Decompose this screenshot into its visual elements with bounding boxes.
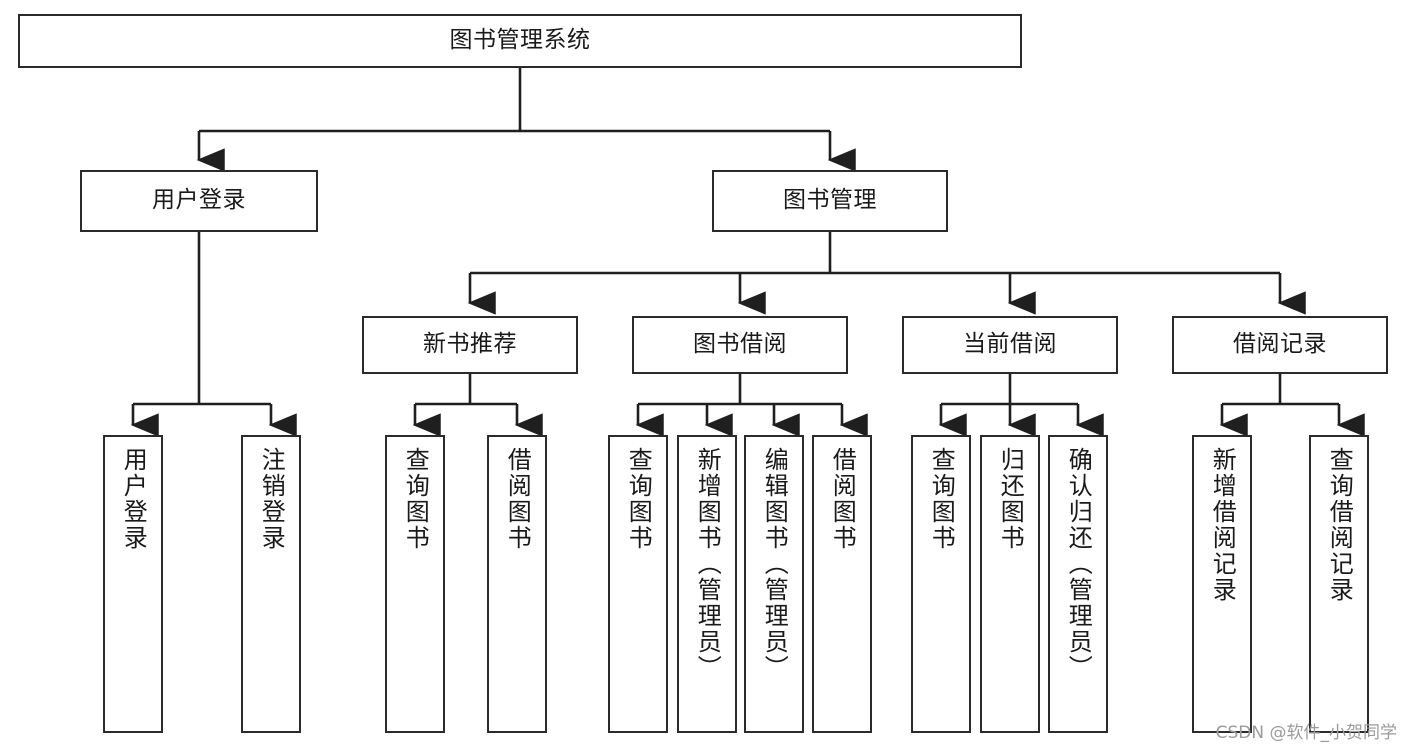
node-label: 图书借阅 xyxy=(693,331,787,358)
leaf-borrow-book[interactable]: 借阅图书 xyxy=(812,435,872,733)
leaf-add-book-admin[interactable]: 新增图书（管理员） xyxy=(677,435,737,733)
leaf-return-book[interactable]: 归还图书 xyxy=(980,435,1040,733)
node-book-management-system[interactable]: 图书管理系统 xyxy=(18,14,1022,68)
node-label: 图书管理 xyxy=(783,187,877,214)
node-label: 用户登录 xyxy=(119,447,148,551)
leaf-borrow-book-recommend[interactable]: 借阅图书 xyxy=(487,435,547,733)
node-label: 用户登录 xyxy=(152,187,246,214)
node-label: 查询借阅记录 xyxy=(1325,447,1354,603)
node-user-login[interactable]: 用户登录 xyxy=(80,170,318,232)
leaf-logout[interactable]: 注销登录 xyxy=(241,435,301,733)
node-label: 注销登录 xyxy=(257,447,286,551)
leaf-query-borrow-record[interactable]: 查询借阅记录 xyxy=(1309,435,1369,733)
node-label: 新增图书（管理员） xyxy=(693,447,722,681)
node-label: 借阅图书 xyxy=(828,447,857,551)
node-book-management[interactable]: 图书管理 xyxy=(712,170,948,232)
node-label: 当前借阅 xyxy=(963,331,1057,358)
node-borrow-records[interactable]: 借阅记录 xyxy=(1172,316,1388,374)
leaf-add-borrow-record[interactable]: 新增借阅记录 xyxy=(1192,435,1252,733)
node-label: 新书推荐 xyxy=(423,331,517,358)
node-label: 借阅记录 xyxy=(1233,331,1327,358)
leaf-user-login[interactable]: 用户登录 xyxy=(103,435,163,733)
node-label: 确认归还（管理员） xyxy=(1064,447,1093,681)
node-label: 查询图书 xyxy=(927,447,956,551)
leaf-query-book-borrow[interactable]: 查询图书 xyxy=(608,435,668,733)
node-current-borrow[interactable]: 当前借阅 xyxy=(902,316,1118,374)
leaf-confirm-return-admin[interactable]: 确认归还（管理员） xyxy=(1048,435,1108,733)
leaf-query-book-recommend[interactable]: 查询图书 xyxy=(385,435,445,733)
node-new-book-recommend[interactable]: 新书推荐 xyxy=(362,316,578,374)
leaf-query-book-current[interactable]: 查询图书 xyxy=(911,435,971,733)
leaf-edit-book-admin[interactable]: 编辑图书（管理员） xyxy=(744,435,804,733)
node-book-borrow[interactable]: 图书借阅 xyxy=(632,316,848,374)
node-label: 编辑图书（管理员） xyxy=(760,447,789,681)
node-label: 图书管理系统 xyxy=(449,27,591,54)
node-label: 新增借阅记录 xyxy=(1208,447,1237,603)
node-label: 查询图书 xyxy=(401,447,430,551)
node-label: 借阅图书 xyxy=(503,447,532,551)
node-label: 查询图书 xyxy=(624,447,653,551)
node-label: 归还图书 xyxy=(996,447,1025,551)
